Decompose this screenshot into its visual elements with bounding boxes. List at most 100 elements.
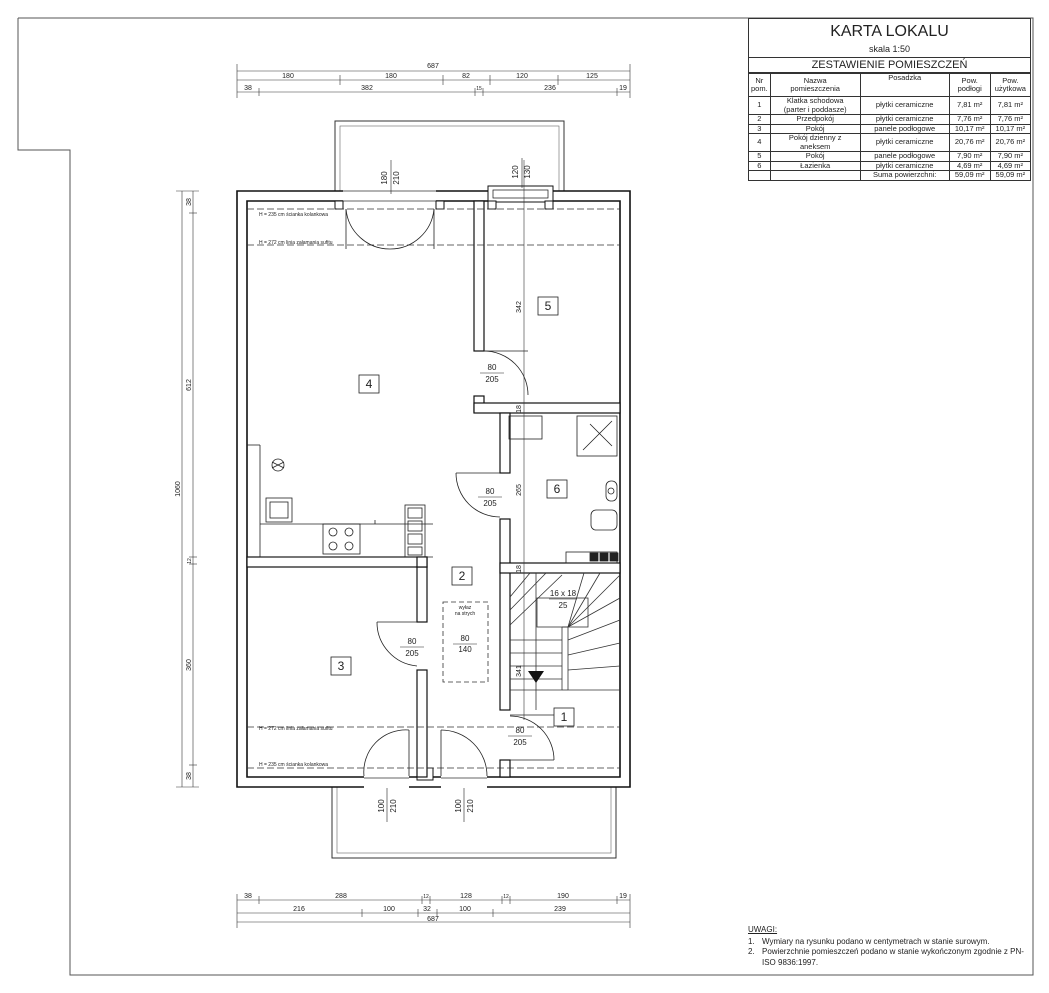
dim-top-t3: 82	[462, 73, 470, 80]
dim-left-c: 12	[187, 558, 193, 564]
door-6-width: 80	[486, 487, 495, 496]
dim-top-total: 687	[427, 63, 439, 70]
dim-left-e: 38	[186, 772, 193, 780]
dim-top-b3: 15	[476, 86, 482, 92]
dims-top	[236, 64, 631, 98]
cell-name: Pokój dzienny z aneksem	[769, 133, 861, 152]
dim-265: 265	[516, 484, 523, 496]
dim-top-t1: 180	[282, 73, 294, 80]
dim-bottom-t3: 12	[423, 894, 429, 900]
balcony-top-inner	[339, 125, 560, 192]
internal-dimension: 342 18 265 18 341	[516, 160, 525, 720]
bathroom-fixtures	[508, 415, 619, 564]
room-labels: 4 5 6 2 3 1	[330, 296, 575, 727]
cell-a1: 10,17 m²	[948, 123, 991, 134]
dims-left	[176, 190, 199, 788]
note-h235-top: H = 235 cm ścianka kolankowa	[259, 212, 328, 218]
door-labels: 80 205 80 205 80 205 80 205 wyłaz na str…	[400, 363, 577, 747]
dim-bottom-total: 687	[427, 916, 439, 923]
window-bottom-right-h: 210	[466, 799, 475, 813]
dim-bottom-t6: 190	[557, 893, 569, 900]
note-h272-bot: H = 272 cm linia załamania sufitu	[259, 726, 333, 732]
dim-top-b4: 236	[544, 85, 556, 92]
balcony-top	[334, 120, 565, 192]
kitchen	[247, 444, 433, 558]
dim-bottom-t1: 38	[244, 893, 252, 900]
note-item: 1.Wymiary na rysunku podano w centymetra…	[748, 936, 990, 946]
height-notes: H = 235 cm ścianka kolankowa H = 272 cm …	[259, 212, 333, 768]
cell-a2: 7,81 m²	[989, 96, 1032, 115]
cell-floor: płytki ceramiczne	[859, 114, 950, 125]
cell-a1: 7,90 m²	[948, 151, 991, 162]
attic-hatch-label2: na strych	[455, 611, 476, 617]
title-block: KARTA LOKALU skala 1:50 ZESTAWIENIE POMI…	[748, 18, 1032, 181]
dim-bottom-t7: 19	[619, 893, 627, 900]
dim-bottom-b5: 239	[554, 906, 566, 913]
dim-342: 342	[516, 301, 523, 313]
card-subtitle: ZESTAWIENIE POMIESZCZEŃ	[748, 57, 1031, 73]
room-label-1: 1	[561, 710, 568, 724]
header-area-usable: Pow.użytkowa	[989, 73, 1032, 97]
cell-nr: 2	[748, 114, 771, 125]
cell-nr: 1	[748, 96, 771, 115]
sum-usable: 59,09 m²	[989, 170, 1032, 181]
dim-18b: 18	[516, 565, 523, 573]
window-bottom-right-w: 100	[454, 799, 463, 813]
header-floor: Posadzka	[859, 73, 950, 97]
dim-left-b: 612	[186, 379, 193, 391]
door-1-width: 80	[516, 726, 525, 735]
room-label-4: 4	[366, 377, 373, 391]
door-1-height: 205	[513, 738, 527, 747]
room-label-2: 2	[459, 569, 466, 583]
door-3-height: 205	[405, 649, 419, 658]
dim-top-b2: 382	[361, 85, 373, 92]
cell-a2: 20,76 m²	[989, 133, 1032, 152]
cell-name: Klatka schodowa(parter i poddasze)	[769, 96, 861, 115]
stairs-count: 16 x 18	[550, 589, 577, 598]
attic-hatch-width: 80	[461, 634, 470, 643]
cell-floor: płytki ceramiczne	[859, 133, 950, 152]
dim-top-b1: 38	[244, 85, 252, 92]
balcony-bottom-inner	[336, 786, 612, 854]
door-5-width: 80	[488, 363, 497, 372]
window-labels: 180 210 120 130 100 210 100 210	[377, 158, 532, 822]
cell-nr: 6	[748, 160, 771, 171]
dim-bottom-b3: 32	[423, 906, 431, 913]
window-bottom-left-h: 210	[389, 799, 398, 813]
dim-bottom-t5: 12	[503, 894, 509, 900]
dim-left-total: 1060	[175, 481, 182, 497]
outer-wall	[236, 190, 631, 788]
staircase	[509, 572, 621, 710]
cell-a2: 10,17 m²	[989, 123, 1032, 134]
door-3-width: 80	[408, 637, 417, 646]
cell-a1: 20,76 m²	[948, 133, 991, 152]
cell-floor: panele podłogowe	[859, 123, 950, 134]
dim-341: 341	[516, 665, 523, 677]
dim-18a: 18	[516, 405, 523, 413]
door-arcs	[345, 208, 555, 777]
dim-top-t5: 125	[586, 73, 598, 80]
sum-label: Suma powierzchni:	[859, 170, 950, 181]
sum-floor: 59,09 m²	[948, 170, 991, 181]
attic-hatch-label1: wyłaz	[459, 605, 472, 611]
dim-top-b5: 19	[619, 85, 627, 92]
notes-heading: UWAGI:	[748, 925, 778, 934]
balcony-bottom	[331, 786, 617, 859]
cell-name: Łazienka	[769, 160, 861, 171]
dim-top-t4: 120	[516, 73, 528, 80]
cell-nr: 4	[748, 133, 771, 152]
interior-walls	[246, 200, 621, 778]
sheet-border	[17, 17, 1034, 976]
window-top-left-h: 210	[392, 171, 401, 185]
door-6-height: 205	[483, 499, 497, 508]
room-label-5: 5	[545, 299, 552, 313]
dim-left-a: 38	[186, 198, 193, 206]
card-scale: skala 1:50	[748, 44, 1031, 57]
window-bottom-left-w: 100	[377, 799, 386, 813]
attic-hatch-height: 140	[458, 645, 472, 654]
